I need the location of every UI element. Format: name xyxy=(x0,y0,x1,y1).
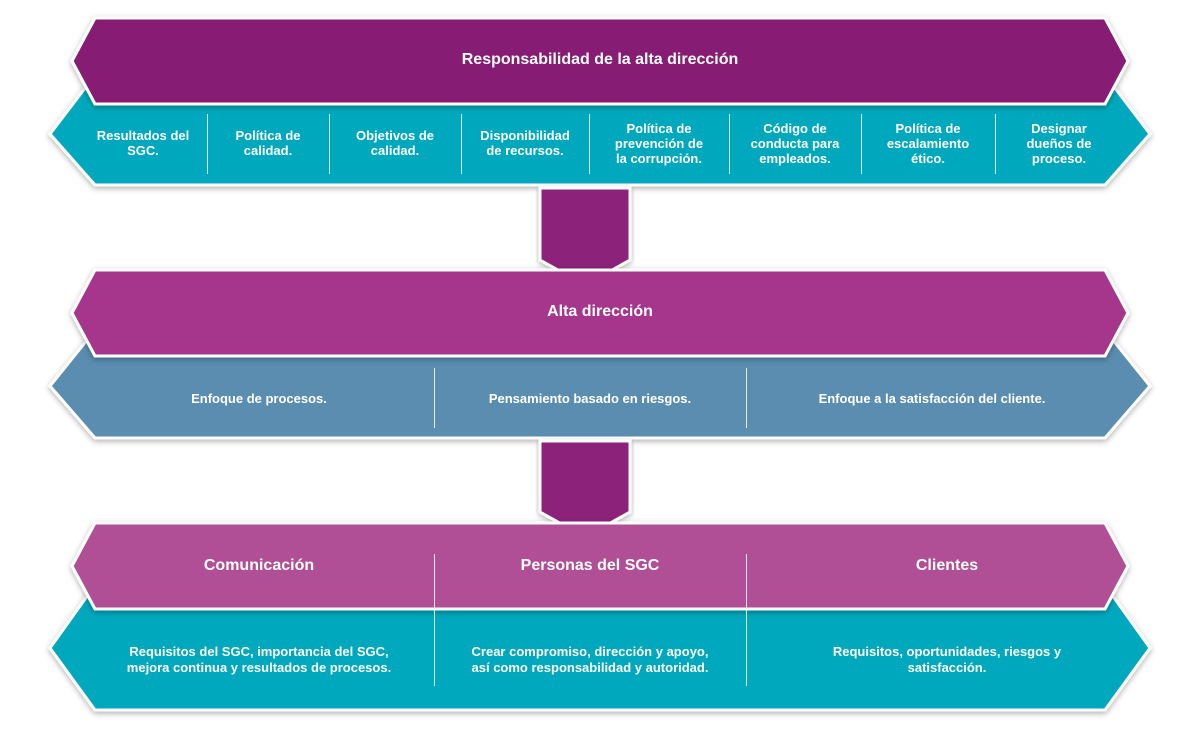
divider xyxy=(746,368,747,428)
section3-header: Personas del SGC xyxy=(520,557,660,574)
section3-banner xyxy=(70,521,1130,611)
section1-item: Código de conducta para empleados. xyxy=(750,120,840,166)
section3-item: Crear compromiso, dirección y apoyo, así… xyxy=(471,644,709,675)
section1-item: Política de calidad. xyxy=(235,128,301,158)
section1-item: Política de escalamiento ético. xyxy=(886,120,970,166)
section1-item: Resultados del SGC. xyxy=(96,128,190,158)
section1-item: Designar dueños de proceso. xyxy=(1026,120,1092,166)
divider xyxy=(434,554,435,686)
divider xyxy=(434,368,435,428)
section2-title: Alta dirección xyxy=(547,303,653,320)
section3-header: Clientes xyxy=(915,557,979,574)
divider xyxy=(589,114,590,174)
section1-item: Disponibilidad de recursos. xyxy=(480,128,570,158)
section3-item: Requisitos del SGC, importancia del SGC,… xyxy=(126,644,392,675)
section3-item: Requisitos, oportunidades, riesgos y sat… xyxy=(832,644,1062,675)
section2-item: Pensamiento basado en riesgos. xyxy=(488,390,692,406)
divider xyxy=(729,114,730,174)
section1-item: Política de prevención de la corrupción. xyxy=(614,120,704,166)
divider xyxy=(746,554,747,686)
section2-item: Enfoque de procesos. xyxy=(191,390,327,406)
divider xyxy=(461,114,462,174)
section3-header: Comunicación xyxy=(203,557,315,574)
section1-title: Responsabilidad de la alta dirección xyxy=(461,51,739,68)
divider xyxy=(861,114,862,174)
divider xyxy=(329,114,330,174)
section1-item: Objetivos de calidad. xyxy=(355,128,435,158)
divider xyxy=(995,114,996,174)
section2-item: Enfoque a la satisfacción del cliente. xyxy=(818,390,1046,406)
section2-banner xyxy=(70,268,1130,358)
section1-banner xyxy=(70,16,1130,106)
divider xyxy=(207,114,208,174)
